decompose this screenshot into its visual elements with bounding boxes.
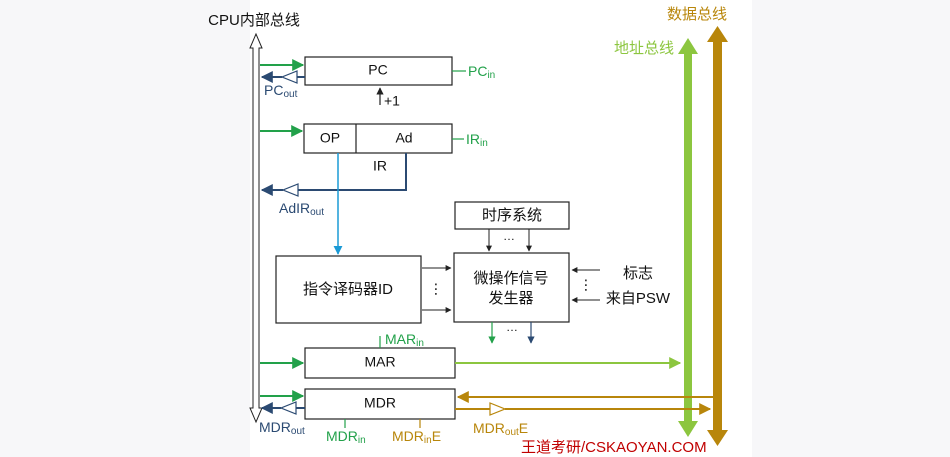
mdr-in-signal: MDRin: [326, 428, 366, 446]
cpu-internal-bus-label: CPU内部总线: [208, 12, 300, 29]
pc-increment-label: +1: [384, 93, 400, 109]
timing-system-label: 时序系统: [482, 207, 542, 224]
timing-system: [454, 201, 570, 230]
timing-ellipsis: …: [503, 229, 515, 243]
left-margin: [0, 0, 250, 457]
mdr-out-e-gate: [455, 402, 712, 416]
ir-label: IR: [373, 158, 387, 174]
control-out-ellipsis: …: [506, 320, 518, 334]
pc-out-signal: PCout: [264, 82, 298, 100]
micro-op-generator: [453, 252, 570, 323]
pc-out-gate: [260, 70, 305, 84]
mdr-in-e-signal: MDRinE: [392, 428, 441, 446]
flags-label: 标志: [623, 265, 653, 282]
pc-register: [304, 56, 453, 86]
mdr-register: [304, 388, 456, 420]
address-bus-label: 地址总线: [614, 40, 674, 57]
mdr-label: MDR: [364, 395, 396, 411]
op-label: OP: [320, 130, 340, 146]
mdr-out-e-signal: MDRoutE: [473, 420, 528, 438]
data-bus: [707, 26, 728, 446]
mdr-out-signal: MDRout: [259, 419, 305, 437]
instruction-decoder: [275, 255, 422, 324]
address-bus: [678, 38, 698, 437]
mar-register: [304, 347, 456, 379]
ir-in-signal: IRin: [466, 131, 488, 149]
mdr-out-gate: [260, 401, 305, 415]
right-margin: [752, 0, 950, 457]
data-bus-label: 数据总线: [667, 6, 727, 23]
psw-vdots: ⋮: [579, 277, 593, 293]
micro-op-generator-label-2: 发生器: [488, 290, 533, 307]
mar-in-signal: MARin: [385, 331, 424, 349]
watermark: 王道考研/CSKAOYAN.COM: [521, 439, 707, 456]
ir-register: [303, 123, 453, 154]
cpu-internal-bus: [249, 32, 263, 424]
adir-out-path: [260, 153, 407, 197]
ad-label: Ad: [395, 130, 412, 146]
decoder-vdots: ⋮: [429, 281, 443, 297]
from-psw-label: 来自PSW: [606, 290, 671, 307]
micro-op-generator-label-1: 微操作信号: [473, 270, 548, 287]
instruction-decoder-label: 指令译码器ID: [303, 281, 393, 298]
pc-label: PC: [368, 62, 387, 78]
pc-in-signal: PCin: [468, 63, 495, 81]
mar-label: MAR: [364, 354, 395, 370]
adir-out-signal: AdIRout: [279, 200, 324, 218]
